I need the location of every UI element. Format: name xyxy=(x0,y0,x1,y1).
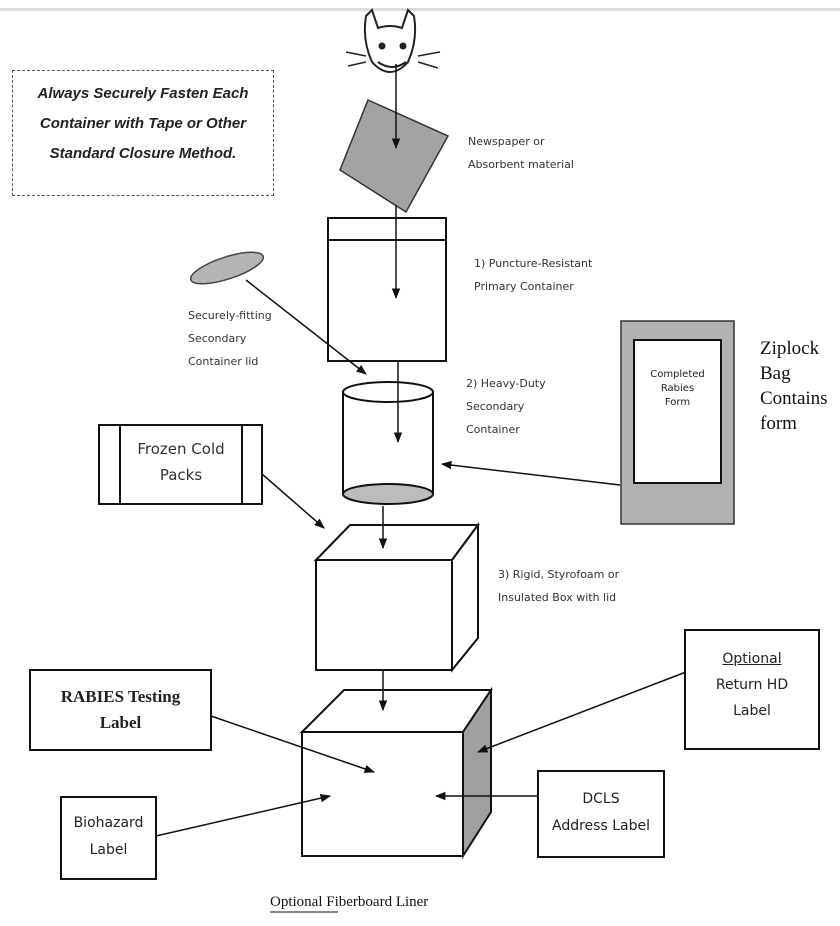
secondary-container-label: 2) Heavy-Duty Secondary Container xyxy=(466,372,546,441)
rabies-line: RABIES Testing xyxy=(60,687,181,706)
return-line: Optional xyxy=(722,651,782,667)
cold-packs-box xyxy=(98,424,263,505)
rabies-line: Label xyxy=(99,713,142,732)
dcls-line: Address Label xyxy=(552,818,650,834)
absorbent-material-shape xyxy=(339,98,450,214)
label-line: 2) Heavy-Duty xyxy=(466,377,546,390)
caption-rest: Fiberboard Liner xyxy=(322,894,429,910)
arrow-return xyxy=(477,671,687,753)
biohazard-label: Biohazard Label xyxy=(61,810,156,864)
note-line: Always Securely Fasten Each xyxy=(37,85,249,102)
cold-packs-line: Packs xyxy=(159,466,203,484)
return-hd-label: Optional Return HD Label xyxy=(685,646,819,724)
dcls-address-label: DCLS Address Label xyxy=(538,786,664,840)
caption-optional: Optional xyxy=(270,894,323,910)
rabies-label-box xyxy=(29,669,212,751)
label-line: Primary Container xyxy=(474,280,574,293)
label-line: 3) Rigid, Styrofoam or xyxy=(498,568,620,581)
cold-packs-label: Frozen Cold Packs xyxy=(120,436,242,488)
label-line: Secondary xyxy=(188,332,247,345)
label-line: Container lid xyxy=(188,355,259,368)
label-line: Insulated Box with lid xyxy=(498,591,617,604)
top-rule xyxy=(0,8,840,11)
note-line: Standard Closure Method. xyxy=(49,145,237,162)
secondary-lid-shape xyxy=(189,251,265,285)
biohazard-line: Biohazard xyxy=(73,815,144,831)
ziplock-line: Ziplock xyxy=(760,338,820,359)
return-line: Return HD xyxy=(715,677,789,693)
ziplock-bag-shape xyxy=(620,320,735,525)
newspaper-label: Newspaper or Absorbent material xyxy=(468,130,574,176)
biohazard-label-box xyxy=(60,796,157,880)
ziplock-line: form xyxy=(760,413,797,434)
dcls-line: DCLS xyxy=(582,791,620,807)
closure-note: Always Securely Fasten Each Container wi… xyxy=(12,70,274,196)
primary-container-shape xyxy=(327,217,447,362)
arrow-biohazard xyxy=(155,794,332,837)
dcls-label-box xyxy=(537,770,665,858)
ziplock-label: Ziplock Bag Contains form xyxy=(760,336,828,436)
form-line: Completed xyxy=(650,369,705,380)
return-line: Label xyxy=(733,703,771,719)
lid-label: Securely-fitting Secondary Container lid xyxy=(188,304,272,373)
arrow-lid xyxy=(245,279,367,375)
arrow-coldpacks xyxy=(261,473,325,529)
arrow-rabies xyxy=(210,715,375,773)
label-line: Absorbent material xyxy=(468,158,574,171)
cold-packs-line: Frozen Cold xyxy=(137,440,225,458)
arrow-ziplock xyxy=(440,460,621,486)
ziplock-line: Bag xyxy=(760,363,791,384)
form-line: Rabies xyxy=(660,383,695,394)
styrofoam-box-label: 3) Rigid, Styrofoam or Insulated Box wit… xyxy=(498,563,619,609)
arrows xyxy=(155,64,687,837)
secondary-container-shape xyxy=(342,381,434,505)
note-line: Container with Tape or Other xyxy=(39,115,247,132)
label-line: Newspaper or xyxy=(468,135,545,148)
fiberboard-box-shape xyxy=(299,686,493,860)
fiberboard-caption: Optional Fiberboard Liner xyxy=(270,892,428,912)
rabies-testing-label: RABIES Testing Label xyxy=(30,684,211,736)
biohazard-line: Label xyxy=(89,842,128,858)
rabies-form: Completed Rabies Form xyxy=(634,368,721,410)
styrofoam-box-shape xyxy=(313,521,480,673)
return-label-box xyxy=(684,629,820,750)
form-line: Form xyxy=(664,397,691,408)
label-line: Secondary xyxy=(466,400,525,413)
label-line: Securely-fitting xyxy=(188,309,272,322)
primary-container-label: 1) Puncture-Resistant Primary Container xyxy=(474,252,592,298)
label-line: 1) Puncture-Resistant xyxy=(474,257,593,270)
label-line: Container xyxy=(466,423,520,436)
cat-icon xyxy=(345,8,441,73)
ziplock-line: Contains xyxy=(760,388,828,409)
